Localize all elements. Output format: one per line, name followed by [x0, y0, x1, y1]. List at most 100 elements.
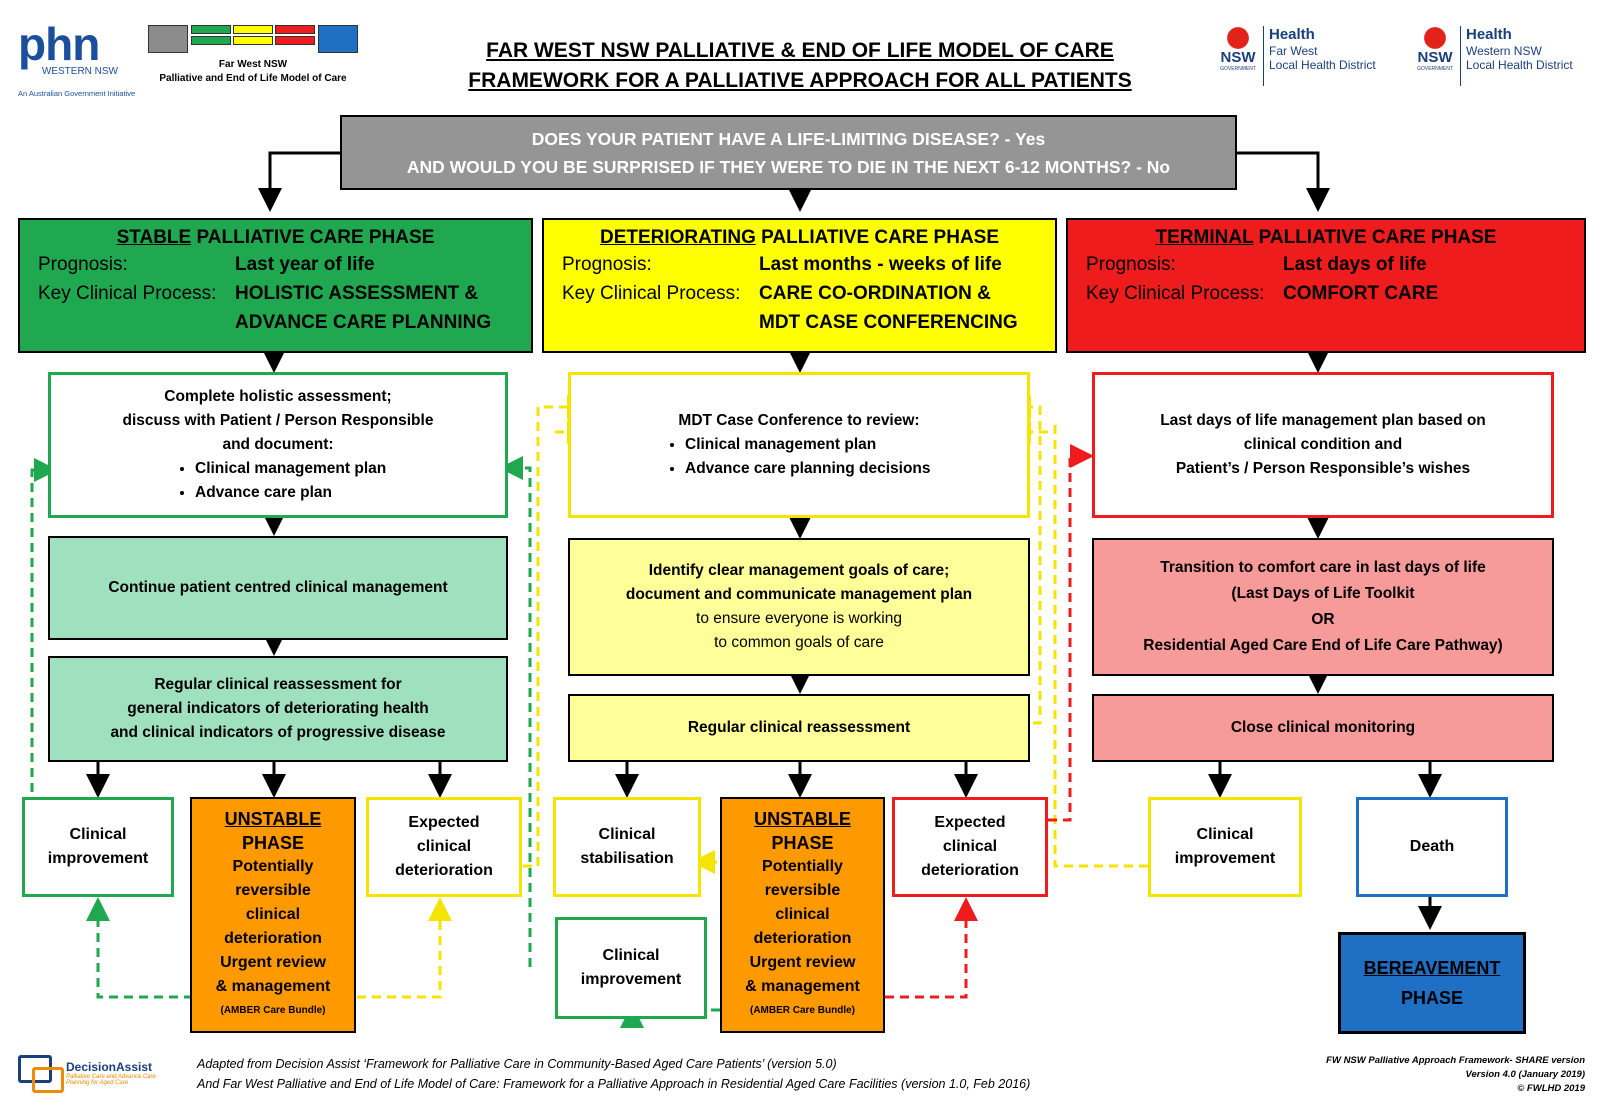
deteriorating-process-label: Key Clinical Process:: [562, 283, 741, 304]
stable-improvement-line2: improvement: [47, 850, 149, 867]
logo-green-bar-2: [191, 36, 231, 45]
district-line2: Local Health District: [1466, 58, 1573, 72]
phn-logo: phn WESTERN NSW An Australian Government…: [18, 18, 138, 102]
det-improvement-line1: Clinical: [602, 947, 660, 964]
unstable-line2: reversible: [764, 882, 841, 899]
unstable-line5: Urgent review: [749, 954, 856, 971]
stable-expected-line2: clinical: [416, 838, 472, 855]
stable-prognosis-label: Prognosis:: [38, 254, 128, 275]
comfort-care-transition-box: Transition to comfort care in last days …: [1092, 538, 1554, 676]
deteriorating-phase-title-rest: PALLIATIVE CARE PHASE: [755, 227, 1000, 248]
plan-line3: Patient’s / Person Responsible’s wishes: [1175, 460, 1471, 477]
transition-line3: OR: [1311, 611, 1335, 628]
mdt-bullet: Clinical management plan: [685, 433, 931, 457]
stable-clinical-improvement-box: Clinical improvement: [22, 797, 174, 897]
nsw-health-western-logo: NSW GOVERNMENT Health Western NSW Local …: [1410, 26, 1600, 86]
goals-line1: Identify clear management goals of care;: [648, 562, 950, 579]
title-line2: FRAMEWORK FOR A PALLIATIVE APPROACH FOR …: [468, 69, 1132, 92]
health-label: Health: [1269, 26, 1315, 43]
continue-management-text: Continue patient centred clinical manage…: [108, 579, 448, 596]
stable-process-value-2: ADVANCE CARE PLANNING: [235, 312, 492, 333]
det-expected-line2: clinical: [942, 838, 998, 855]
term-improvement-line1: Clinical: [1196, 826, 1254, 843]
mdt-bullets: Clinical management plan Advance care pl…: [661, 433, 931, 481]
mdt-title: MDT Case Conference to review:: [678, 412, 920, 429]
question-box: DOES YOUR PATIENT HAVE A LIFE-LIMITING D…: [340, 115, 1237, 190]
adapted-from-note: Adapted from Decision Assist ‘Framework …: [197, 1054, 1197, 1094]
phn-logo-tagline: An Australian Government Initiative: [18, 89, 136, 98]
district-line1: Far West: [1269, 44, 1318, 58]
deteriorating-unstable-phase-box: UNSTABLE PHASE Potentially reversible cl…: [720, 797, 885, 1033]
stable-expected-line1: Expected: [408, 814, 480, 831]
bereavement-line2: PHASE: [1400, 988, 1463, 1008]
unstable-title1: UNSTABLE: [224, 809, 322, 829]
det-expected-line1: Expected: [934, 814, 1006, 831]
terminal-clinical-improvement-box: Clinical improvement: [1148, 797, 1302, 897]
unstable-title2: PHASE: [241, 833, 304, 853]
title-line1: FAR WEST NSW PALLIATIVE & END OF LIFE MO…: [486, 39, 1114, 62]
unstable-bundle: (AMBER Care Bundle): [220, 1005, 326, 1016]
logo-red-bar-2: [275, 36, 315, 45]
nsw-mark: NSW: [1220, 49, 1256, 66]
deteriorating-expected-deterioration-box: Expected clinical deterioration: [892, 797, 1048, 897]
waratah-icon: [1420, 26, 1450, 50]
stable-phase-title-underlined: STABLE: [116, 227, 192, 248]
waratah-icon: [1223, 26, 1253, 50]
district-line2: Local Health District: [1269, 58, 1376, 72]
version-note: FW NSW Palliative Approach Framework- SH…: [1230, 1054, 1585, 1096]
stable-unstable-phase-box: UNSTABLE PHASE Potentially reversible cl…: [190, 797, 356, 1033]
unstable-line1: Potentially: [762, 858, 843, 875]
stable-expected-deterioration-box: Expected clinical deterioration: [366, 797, 522, 897]
monitoring-text: Close clinical monitoring: [1230, 719, 1416, 736]
death-text: Death: [1409, 838, 1455, 855]
terminal-prognosis-label: Prognosis:: [1086, 254, 1176, 275]
version-line2: Version 4.0 (January 2019): [1465, 1069, 1585, 1080]
goals-line2: document and communicate management plan: [625, 586, 973, 603]
stable-phase-header: STABLE PALLIATIVE CARE PHASE Prognosis:L…: [18, 218, 533, 353]
continue-management-box: Continue patient centred clinical manage…: [48, 536, 508, 640]
assessment-line1: Complete holistic assessment;: [164, 388, 392, 405]
assessment-bullet: Advance care plan: [195, 481, 386, 505]
logo-yellow-bar: [233, 25, 273, 34]
transition-line1: Transition to comfort care in last days …: [1160, 559, 1486, 576]
deteriorating-phase-title-underlined: DETERIORATING: [599, 227, 756, 248]
unstable-bundle: (AMBER Care Bundle): [749, 1005, 855, 1016]
unstable-title1: UNSTABLE: [754, 809, 851, 829]
stable-reassess-line2: general indicators of deteriorating heal…: [127, 700, 429, 717]
page-title: FAR WEST NSW PALLIATIVE & END OF LIFE MO…: [395, 36, 1205, 96]
assessment-bullets: Clinical management plan Advance care pl…: [171, 457, 386, 505]
adapted-line1: Adapted from Decision Assist ‘Framework …: [197, 1057, 837, 1071]
unstable-line1: Potentially: [232, 858, 314, 875]
phn-logo-mark: phn: [18, 18, 100, 70]
deteriorating-phase-header: DETERIORATING PALLIATIVE CARE PHASE Prog…: [542, 218, 1057, 353]
decision-assist-logo: DecisionAssist Palliative Care and Advan…: [18, 1045, 188, 1100]
management-goals-box: Identify clear management goals of care;…: [568, 538, 1030, 676]
version-line3: © FWLHD 2019: [1517, 1083, 1585, 1094]
decision-assist-name: DecisionAssist: [66, 1059, 153, 1074]
logo-grey-block: [148, 25, 188, 53]
model-logo-line1: Far West NSW: [218, 59, 288, 70]
stable-process-value-1: HOLISTIC ASSESSMENT &: [235, 283, 479, 304]
speech-bubbles-icon: [18, 1053, 64, 1093]
deteriorating-process-value-1: CARE CO-ORDINATION &: [759, 283, 991, 304]
last-days-plan-box: Last days of life management plan based …: [1092, 372, 1554, 518]
det-expected-line3: deterioration: [921, 862, 1019, 879]
unstable-line6: & management: [745, 978, 860, 995]
transition-line2: (Last Days of Life Toolkit: [1231, 585, 1415, 602]
unstable-line3: clinical: [245, 906, 301, 923]
decision-assist-tag1: Palliative Care and Advance Care: [66, 1073, 156, 1080]
phn-logo-sub: WESTERN NSW: [41, 66, 118, 77]
deteriorating-prognosis-value: Last months - weeks of life: [759, 254, 1002, 275]
logo-blue-block: [318, 25, 358, 53]
terminal-process-value: COMFORT CARE: [1283, 283, 1439, 304]
stable-phase-title-rest: PALLIATIVE CARE PHASE: [191, 227, 435, 248]
assessment-bullet: Clinical management plan: [195, 457, 386, 481]
question-line2: AND WOULD YOU BE SURPRISED IF THEY WERE …: [406, 156, 1171, 177]
bereavement-line1: BEREAVEMENT: [1363, 958, 1501, 978]
health-label: Health: [1466, 26, 1512, 43]
unstable-line4: deterioration: [753, 930, 852, 947]
death-box: Death: [1356, 797, 1508, 897]
stable-reassess-line3: and clinical indicators of progressive d…: [110, 724, 446, 741]
unstable-line2: reversible: [235, 882, 311, 899]
logo-green-bar: [191, 25, 231, 34]
